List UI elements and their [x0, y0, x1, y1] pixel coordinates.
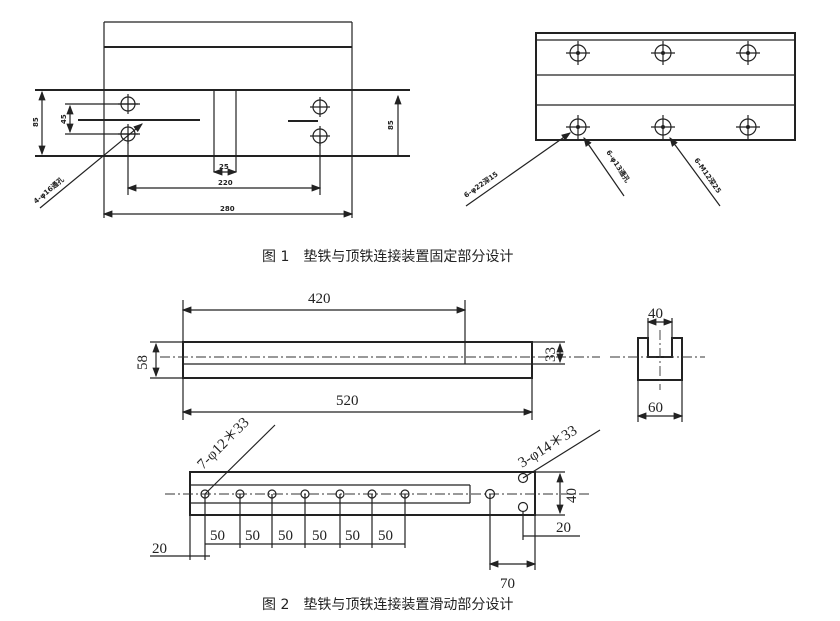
dim-height: 85	[32, 117, 40, 127]
dim-hole-spacing: 45	[60, 114, 68, 124]
dim-40-bottom: 40	[564, 488, 580, 503]
dim-width: 280	[220, 205, 235, 213]
dim-height-right: 85	[387, 120, 395, 130]
hole-icon	[200, 472, 529, 513]
figure2-caption: 图 2 垫铁与顶铁连接装置滑动部分设计	[262, 596, 513, 613]
dim-hole-distance: 220	[218, 179, 233, 187]
dim-spacing: 50	[210, 528, 225, 544]
dim-slot: 25	[219, 163, 229, 171]
dim-70: 70	[500, 576, 515, 592]
dim-spacing: 50	[312, 528, 327, 544]
figure1-caption: 图 1 垫铁与顶铁连接装置固定部分设计	[262, 248, 513, 265]
dim-58: 58	[135, 355, 151, 370]
dim-20-left: 20	[152, 541, 167, 557]
fig2-side-view: 40 60	[610, 306, 705, 422]
dim-40: 40	[648, 306, 663, 322]
note-through-hole: 6-φ13通孔	[604, 148, 632, 184]
dim-spacing: 50	[378, 528, 393, 544]
dim-20-right: 20	[556, 520, 571, 536]
dim-spacing: 50	[245, 528, 260, 544]
dim-spacing: 50	[345, 528, 360, 544]
dim-spacing: 50	[278, 528, 293, 544]
fig1-left-view: 85 45 85 25 220 280 4-φ16通孔	[32, 21, 410, 218]
fig2-top-view: 420 58 33 520	[135, 291, 600, 420]
dim-420: 420	[308, 291, 331, 307]
fig2-bottom-view: 7-φ12＊33 3-φ14＊33 50 50 50 50 50 50 20 4…	[150, 415, 601, 592]
counterbore-hole-icon	[566, 41, 760, 139]
dim-33: 33	[543, 347, 559, 362]
fig1-right-view: 6-φ22深15 6-φ13通孔 6-M12深25	[462, 32, 796, 207]
dim-60: 60	[648, 400, 663, 416]
dim-520: 520	[336, 393, 359, 409]
hole-note-left: 7-φ12＊33	[195, 415, 253, 473]
hole-note-right: 3-φ14＊33	[516, 423, 581, 472]
